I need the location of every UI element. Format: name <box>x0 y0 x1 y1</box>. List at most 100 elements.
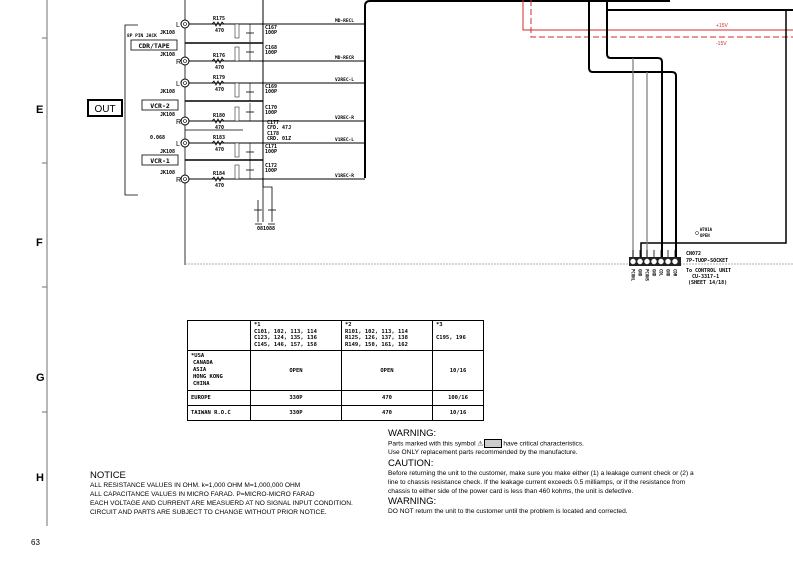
cap-value: 100P <box>265 89 277 95</box>
connector-sheet: (SHEET 14/18) <box>688 280 727 286</box>
cap-label: C171 <box>265 144 277 150</box>
resistor-value: 470 <box>215 65 224 71</box>
jack-ref: JK108 <box>160 149 175 155</box>
resistor-icon <box>211 80 225 86</box>
caution-text: Before returning the unit to the custome… <box>388 469 694 496</box>
resistor-icon <box>211 176 225 182</box>
rail-neg-label: -15V <box>716 41 727 47</box>
resistor-icon <box>211 58 225 64</box>
resistor-value: 470 <box>215 87 224 93</box>
connector-pin <box>651 258 657 265</box>
jack-side: L <box>176 141 180 148</box>
c178-label: C178 <box>267 131 279 137</box>
cap-value: 100P <box>265 50 277 56</box>
resistor-icon <box>211 21 225 27</box>
c177-value: CFD. 47J <box>267 125 291 131</box>
jack-side: R <box>176 59 181 66</box>
jack-icon <box>180 56 190 66</box>
notice-line: ALL RESISTANCE VALUES IN OHM. k=1,000 OH… <box>90 482 301 489</box>
notice-line: ALL CAPACITANCE VALUES IN MICRO FARAD. P… <box>90 491 315 498</box>
pin-label: GND <box>638 269 643 277</box>
resistor-label: R180 <box>213 113 225 119</box>
resistor-label: R175 <box>213 16 225 22</box>
resistor-label: R176 <box>213 53 225 59</box>
jack-icon <box>180 78 190 88</box>
c178-value: CRD. 01Z <box>267 136 291 142</box>
table-corner <box>187 320 251 351</box>
pin-label: CDL <box>659 269 664 277</box>
zone-h: H <box>36 472 44 484</box>
warning-2-text: DO NOT return the unit to the customer u… <box>388 508 628 516</box>
pin-label: PCONS <box>645 269 650 282</box>
notice-line: EACH VOLTAGE AND CURRENT ARE MEASUERD AT… <box>90 500 353 507</box>
notice-line: CIRCUIT AND PARTS ARE SUBJECT TO CHANGE … <box>90 509 327 516</box>
zone-g: G <box>36 372 45 384</box>
out-box <box>87 99 123 117</box>
resistor-value: 470 <box>215 147 224 153</box>
connector-ref: CN072 <box>686 251 701 257</box>
jack-ref: JK108 <box>160 30 175 36</box>
jack-side: L <box>176 22 180 29</box>
notice-block: NOTICE ALL RESISTANCE VALUES IN OHM. k=1… <box>90 470 370 517</box>
resistor-value: 470 <box>215 125 224 131</box>
resistor-icon <box>211 118 225 124</box>
jack-ref: JK108 <box>160 170 175 176</box>
jack-ref: JK108 <box>160 112 175 118</box>
zone-f: F <box>36 237 43 249</box>
cap-label: C170 <box>265 105 277 111</box>
zone-e: E <box>36 104 44 116</box>
warning-line-2: Use ONLY replacement parts recommended b… <box>388 449 578 457</box>
cap-value: 100P <box>265 30 277 36</box>
caution-title: CAUTION: <box>388 457 434 469</box>
pin-label: GND <box>652 269 657 277</box>
group-cdr-tape: CDR/TAPE <box>138 42 169 50</box>
connector-pin <box>665 258 671 265</box>
notice-title: NOTICE <box>90 470 126 481</box>
warning-2-title: WARNING: <box>388 496 437 508</box>
resistor-label: R183 <box>213 135 225 141</box>
jack-side: L <box>176 81 180 88</box>
power-rails: +15V -15V <box>522 0 793 47</box>
pin-label: GND <box>666 269 671 277</box>
zone-ruler <box>42 0 48 526</box>
signal-label: V2REC-L <box>335 77 354 83</box>
bracket <box>124 24 138 196</box>
jack-ref: JK108 <box>160 89 175 95</box>
jumper-label: W701A <box>700 227 713 232</box>
connector-dest: To CONTROL UNIT <box>686 268 731 274</box>
resistor-value: 470 <box>215 28 224 34</box>
jack-icon <box>180 138 190 148</box>
signal-label: V1REC-R <box>335 173 354 179</box>
rail-pos-label: +15V <box>716 23 728 29</box>
cap-label: C168 <box>265 45 277 51</box>
connector-pin <box>672 258 678 265</box>
c177-label: C177 <box>267 120 279 126</box>
pin-label: CDR <box>673 269 678 277</box>
warning-triangle-icon: ⚠ <box>477 440 484 448</box>
group-vcr2: VCR-2 <box>150 102 170 110</box>
cap-label: C169 <box>265 84 277 90</box>
resistor-label: R179 <box>213 75 225 81</box>
jack-side: R <box>176 177 181 184</box>
ground-ref: 081088 <box>257 226 275 232</box>
out-label: OUT <box>94 104 115 115</box>
critical-part-symbol <box>484 439 503 448</box>
connector-unit: CU-3317-1 <box>692 274 719 280</box>
connector-pin <box>630 258 636 265</box>
jumper-state: OPEN <box>700 233 710 238</box>
connector-type: 7P-TUOP-SOCKET <box>686 258 728 264</box>
signal-label: V1REC-L <box>335 137 354 143</box>
warning-block: WARNING: Parts marked with this symbol ⚠… <box>388 428 698 516</box>
